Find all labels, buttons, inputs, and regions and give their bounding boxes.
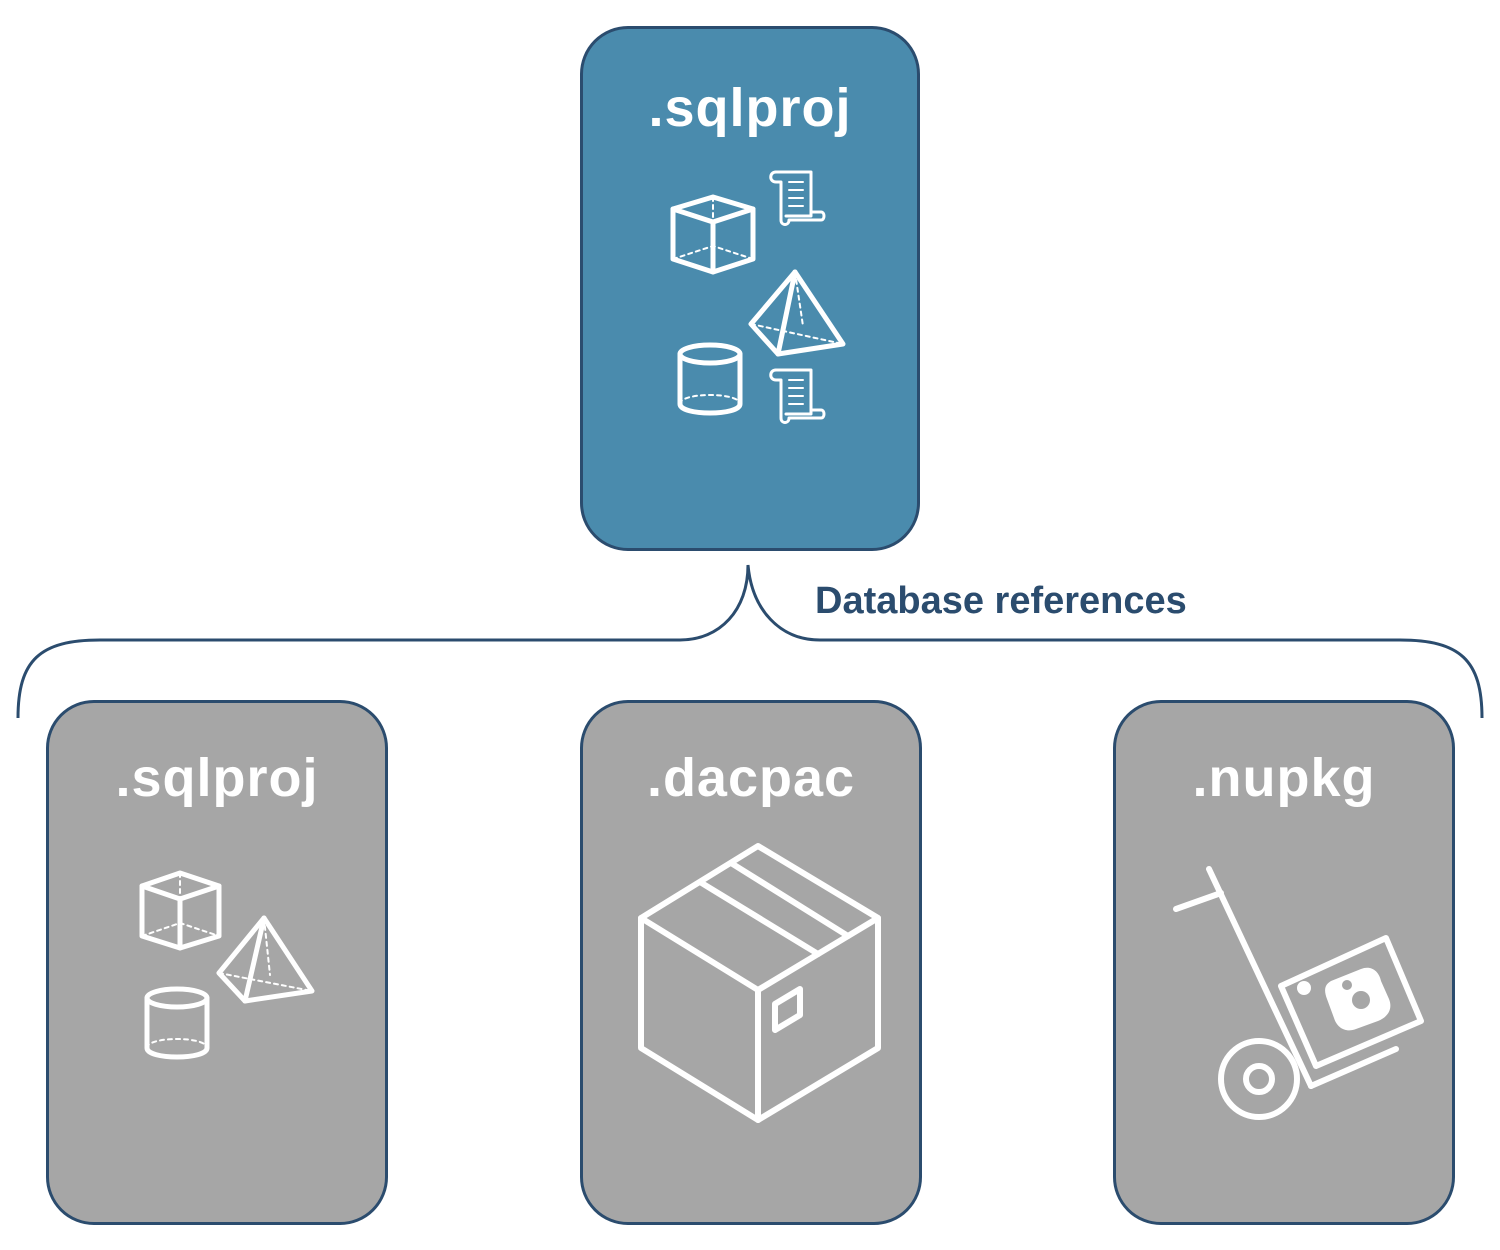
database-references-label: Database references [815, 580, 1187, 622]
primary-card-title: .sqlproj [648, 78, 852, 138]
reference-dacpac-card: .dacpac [580, 700, 922, 1225]
reference-card-title: .nupkg [1192, 748, 1376, 808]
reference-nupkg-card: .nupkg [1113, 700, 1455, 1225]
primary-sqlproj-card: .sqlproj [580, 26, 920, 551]
hand-truck-nuget-icon [1171, 861, 1431, 1131]
package-box-icon [633, 838, 883, 1128]
database-objects-icon [663, 164, 853, 424]
reference-card-title: .sqlproj [115, 748, 319, 808]
database-objects-icon [137, 868, 317, 1068]
reference-card-title: .dacpac [646, 748, 856, 808]
reference-sqlproj-card: .sqlproj [46, 700, 388, 1225]
